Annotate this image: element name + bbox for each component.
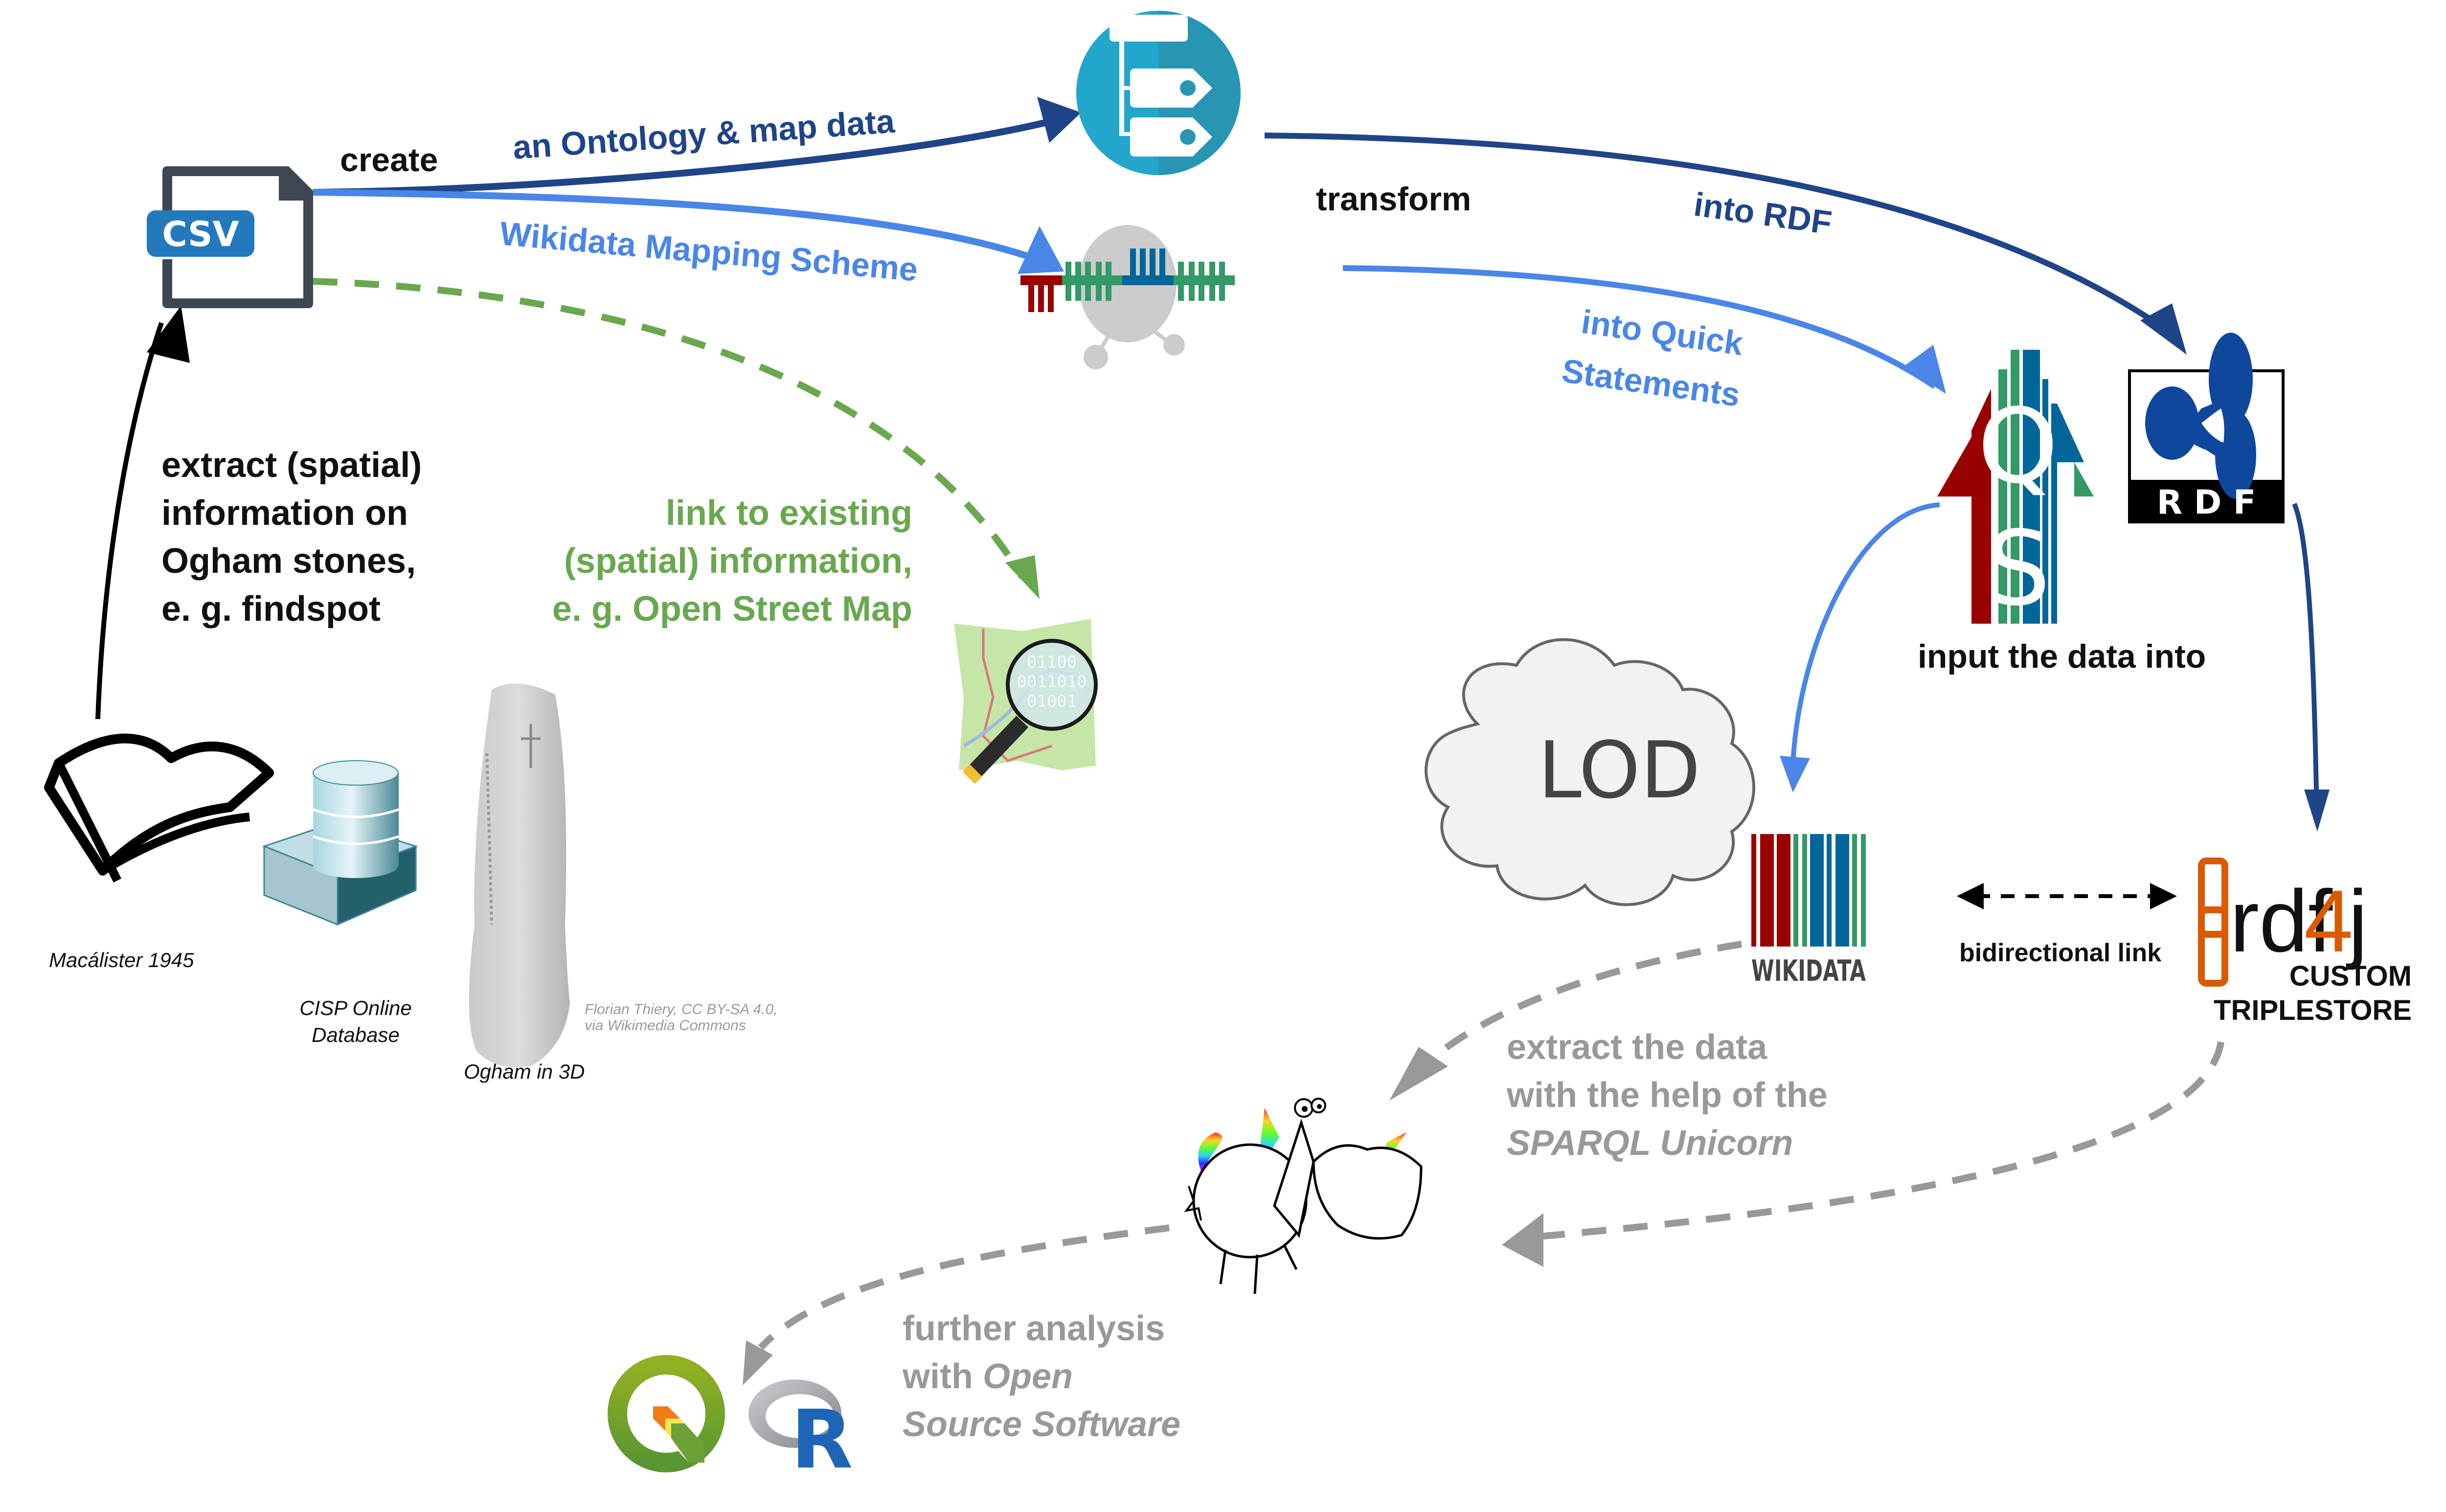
- database-icon: [262, 760, 418, 926]
- database-caption-1: CISP Online: [299, 996, 412, 1019]
- label-link-existing: link to existing (spatial) information, …: [552, 494, 912, 629]
- label-bidirectional: bidirectional link: [1959, 939, 2161, 967]
- arrow-sources-to-csv: [95, 322, 164, 720]
- quickstatements-icon[interactable]: Q S: [1937, 350, 2094, 629]
- label-into-qs-1: into Quick: [1579, 303, 1745, 363]
- wikidata-mapping-icon[interactable]: [1020, 225, 1235, 369]
- arrow-quickstatements-to-wikidata: [1790, 502, 1940, 764]
- text-line: e. g. findspot: [161, 589, 381, 629]
- label-input-data: input the data into: [1918, 638, 2206, 675]
- csv-file-icon[interactable]: CSV: [147, 166, 313, 308]
- cloud-icon: LOD: [1425, 638, 1755, 906]
- sparql-unicorn-icon[interactable]: [1184, 1098, 1423, 1294]
- arrowhead: [1903, 345, 1946, 394]
- arrow-csv-to-mapping: [313, 189, 1039, 263]
- arrow-csv-to-ontology: [313, 119, 1048, 196]
- arrowhead: [1780, 756, 1810, 792]
- osm-binary-2: 0011010: [1017, 672, 1087, 692]
- label-into-rdf: into RDF: [1692, 186, 1834, 242]
- label-create: create: [340, 141, 438, 179]
- qgis-logo-icon[interactable]: [608, 1355, 725, 1472]
- arrowhead: [1018, 226, 1064, 274]
- ogham-credit-2: via Wikimedia Commons: [585, 1017, 746, 1034]
- text-line: link to existing: [666, 494, 912, 533]
- r-logo-icon[interactable]: R: [748, 1379, 853, 1487]
- r-label: R: [791, 1393, 853, 1487]
- arrowhead: [1005, 555, 1040, 599]
- arrow-unicorn-to-analysis: [758, 1224, 1170, 1350]
- label-into-qs-2: Statements: [1560, 352, 1743, 414]
- osm-binary-1: 01100: [1027, 653, 1077, 672]
- text-line: further analysis: [903, 1309, 1165, 1348]
- arrowhead: [1389, 1047, 1448, 1101]
- rdf4j-label-rdf: rdf: [2230, 872, 2333, 970]
- wikidata-label: WIKIDATA: [1751, 954, 1866, 988]
- label-transform: transform: [1316, 181, 1471, 218]
- arrow-csv-to-osm: [313, 278, 1025, 579]
- ogham-caption: Ogham in 3D: [464, 1060, 585, 1083]
- text-line: with Open: [902, 1357, 1073, 1396]
- ontology-tags-icon[interactable]: [1076, 11, 1241, 175]
- arrowhead: [1502, 1213, 1543, 1267]
- text-line: SPARQL Unicorn: [1507, 1124, 1793, 1163]
- openstreetmap-icon[interactable]: 01100 0011010 01001: [954, 619, 1098, 784]
- rdf4j-caption-2: TRIPLESTORE: [2214, 994, 2412, 1026]
- arrow-ontology-to-rdf: [1264, 133, 2179, 340]
- arrowhead: [1957, 883, 1984, 909]
- text-open: Open: [983, 1357, 1073, 1396]
- arrowhead: [2304, 790, 2330, 832]
- label-wikidata-mapping: Wikidata Mapping Scheme: [498, 215, 919, 288]
- text-line: extract the data: [1507, 1028, 1767, 1067]
- text-line: extract (spatial): [161, 446, 422, 485]
- rdf4j-label-4: 4: [2304, 872, 2353, 970]
- rdf4j-caption-1: CUSTOM: [2289, 960, 2412, 992]
- rdf4j-label-j: j: [2346, 872, 2368, 970]
- label-extract-spatial: extract (spatial) information on Ogham s…: [161, 446, 422, 629]
- text-with: with: [902, 1357, 983, 1396]
- ogham-stone-3d-icon: [469, 683, 570, 1067]
- database-caption-2: Database: [312, 1023, 400, 1046]
- arrowhead: [1037, 97, 1081, 143]
- text-line: e. g. Open Street Map: [552, 589, 912, 629]
- qs-letter-q: Q: [1977, 386, 2058, 506]
- rdf-logo-icon[interactable]: R D F: [2128, 333, 2285, 523]
- text-line: Source Software: [903, 1405, 1180, 1444]
- arrow-wikidata-to-unicorn: [1411, 941, 1743, 1079]
- arrowhead: [2140, 303, 2187, 355]
- rdf-label: R D F: [2157, 483, 2256, 522]
- label-extract-data: extract the data with the help of the SP…: [1506, 1028, 1828, 1163]
- arrow-rdf-to-rdf4j: [2292, 503, 2319, 793]
- text-line: Ogham stones,: [161, 542, 416, 581]
- osm-binary-3: 01001: [1027, 692, 1077, 711]
- label-further-analysis: further analysis with Open Source Softwa…: [902, 1309, 1180, 1444]
- lod-label: LOD: [1538, 724, 1701, 816]
- arrow-rdf4j-to-unicorn: [1526, 1041, 2224, 1241]
- arrowhead: [2150, 883, 2177, 909]
- arrowhead: [147, 306, 190, 363]
- text-line: information on: [161, 494, 408, 533]
- csv-label: CSV: [162, 214, 239, 254]
- arrowhead: [743, 1340, 773, 1385]
- ogham-credit-1: Florian Thiery, CC BY-SA 4.0,: [585, 1001, 778, 1017]
- rdf4j-chain-icon[interactable]: rdf 4 j: [2198, 858, 2368, 987]
- open-book-icon: [44, 733, 274, 883]
- arrows: [95, 97, 2330, 1385]
- qs-letter-s: S: [1985, 509, 2050, 629]
- arrow-mapping-to-quickstatements: [1342, 265, 1937, 389]
- wikidata-barcode-icon[interactable]: WIKIDATA: [1751, 834, 1866, 988]
- text-line: (spatial) information,: [564, 542, 912, 581]
- text-line: with the help of the: [1506, 1076, 1828, 1115]
- book-caption: Macálister 1945: [49, 948, 194, 971]
